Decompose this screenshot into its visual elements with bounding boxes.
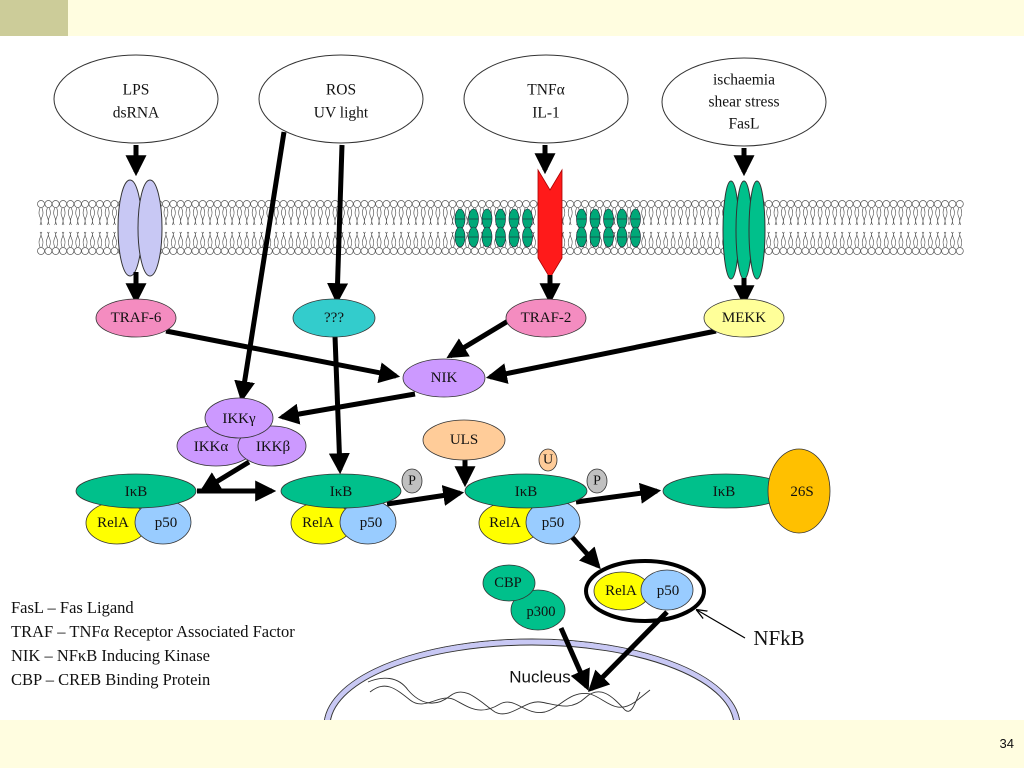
ikk-complex: IKKα IKKβ IKKγ [176, 397, 307, 467]
legend-item: NIK – NFκB Inducing Kinase [11, 646, 210, 665]
arrow-p300-to-dna [558, 626, 590, 691]
ikb-node [280, 473, 402, 509]
node-label: RelA [302, 515, 334, 531]
legend-item: TRAF – TNFα Receptor Associated Factor [11, 622, 295, 641]
node-label: p50 [360, 515, 383, 531]
tnf-receptor-icon [537, 168, 563, 279]
stimulus-ros-uv: ROS UV light [258, 54, 424, 144]
cbp-node [482, 564, 536, 602]
stimulus-line: UV light [314, 105, 369, 122]
fas-receptor-icon [722, 180, 766, 280]
proteasome-26s-node [767, 448, 831, 534]
unknown-node: ??? [292, 298, 376, 338]
node-label: IKKβ [256, 439, 290, 455]
phospho-tag-label: P [593, 474, 601, 489]
nfkb-label: NFkB [753, 626, 804, 650]
arrow-ikb-ubiquitination [386, 485, 465, 507]
tlr-receptor-icon [117, 179, 163, 277]
stimulus-line: IL-1 [532, 105, 560, 122]
nfkb-active-complex: RelA p50 [584, 559, 706, 623]
ikb-complex-phosphorylated: IκB RelA p50 P [280, 468, 423, 545]
stimulus-line: shear stress [708, 94, 779, 111]
cbp-p300-complex: CBP p300 [482, 564, 566, 631]
stimulus-tnf-il1: TNFα IL-1 [463, 54, 629, 144]
legend-item: CBP – CREB Binding Protein [11, 670, 211, 689]
arrow-ikb-to-proteasome [575, 482, 662, 505]
node-label: p50 [155, 515, 178, 531]
ikb-complex-inactive: IκB RelA p50 [75, 473, 197, 545]
node-label: MEKK [722, 310, 766, 326]
ikk-gamma-node [204, 397, 274, 439]
node-label: IκB [125, 484, 148, 500]
phospho-tag [586, 468, 608, 494]
nucleus-label: Nucleus [509, 668, 570, 687]
slide-header-accent [0, 0, 68, 36]
phospho-tag [401, 468, 423, 494]
node-label: IκB [515, 484, 538, 500]
node-label: TRAF-6 [111, 310, 162, 326]
stimulus-line: LPS [123, 82, 150, 99]
ubiquitin-tag-label: U [543, 453, 553, 468]
ikb-proteasome-complex: IκB 26S [662, 448, 831, 534]
p300-node [510, 589, 566, 631]
node-label: ??? [324, 310, 344, 326]
ubiquitin-tag [538, 448, 558, 472]
ikb-node [75, 473, 197, 509]
arrow-nik-to-ikk [277, 391, 416, 425]
arrow-ros-to-unknown [327, 144, 349, 305]
legend-item: FasL – Fas Ligand [11, 598, 134, 617]
arrow-mekk-to-nik [485, 328, 717, 384]
ikb-node [464, 473, 588, 509]
arrow-ros-to-ikk [234, 131, 287, 403]
p50-node [640, 569, 694, 611]
mekk-node: MEKK [703, 298, 785, 338]
arrow-ikk-to-ikb [199, 459, 251, 493]
nik-node: NIK [402, 358, 486, 398]
phospho-tag-label: P [408, 474, 416, 489]
stimulus-line: FasL [729, 116, 760, 133]
node-label: 26S [790, 484, 813, 500]
abbreviation-legend: FasL – Fas Ligand TRAF – TNFα Receptor A… [11, 596, 295, 692]
nfkb-pointer-arrow [697, 610, 746, 639]
dna-strands-icon [367, 677, 651, 715]
arrow-unknown-to-ikb [328, 335, 350, 475]
arrow-nfkb-to-dna [588, 610, 669, 692]
traf6-node: TRAF-6 [95, 298, 177, 338]
node-label: p50 [542, 515, 565, 531]
stimulus-line: TNFα [527, 82, 564, 99]
node-label: RelA [489, 515, 521, 531]
arrow-traf2-to-nik [446, 315, 515, 359]
stimulus-ischaemia-fasl: ischaemia shear stress FasL [661, 57, 827, 147]
node-label: RelA [605, 583, 637, 599]
node-label: IKKα [194, 439, 229, 455]
arrow-release-nfkb [570, 535, 601, 570]
node-label: ULS [450, 432, 478, 448]
node-label: TRAF-2 [521, 310, 572, 326]
ikb-complex-ubiquitinated: IκB RelA p50 U P [464, 448, 608, 545]
node-label: p300 [527, 604, 556, 620]
nfkb-highlight-ring [584, 559, 706, 623]
node-label: p50 [657, 583, 680, 599]
node-label: NIK [431, 370, 458, 386]
node-label: IKKγ [222, 411, 256, 427]
traf2-node: TRAF-2 [505, 298, 587, 338]
pathway-arrows [125, 131, 755, 692]
node-label: CBP [494, 575, 521, 591]
slide-footer-bar [0, 720, 1024, 768]
node-label: IκB [713, 484, 736, 500]
arrow-traf6-to-nik [165, 328, 401, 384]
slide-header-bar [0, 0, 1024, 36]
node-label: IκB [330, 484, 353, 500]
uls-node: ULS [422, 419, 506, 461]
stimulus-line: ROS [326, 82, 356, 99]
stimulus-lps-dsrna: LPS dsRNA [53, 54, 219, 144]
page-number: 34 [999, 736, 1014, 751]
stimulus-line: dsRNA [113, 105, 160, 122]
green-lipid-raft [454, 208, 641, 248]
node-label: RelA [97, 515, 129, 531]
stimulus-line: ischaemia [713, 72, 775, 89]
